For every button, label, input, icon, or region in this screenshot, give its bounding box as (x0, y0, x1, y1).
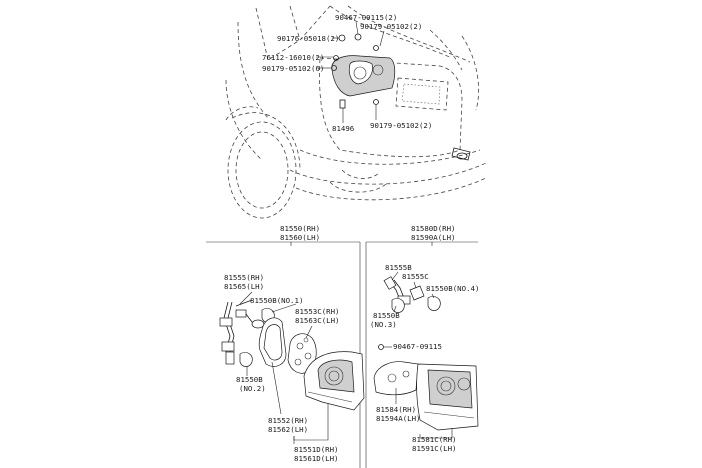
callout-90179-05102-2-bottom: 90179-05102(2) (370, 121, 432, 130)
vehicle-rear-illustration (225, 5, 489, 219)
lh-holder: 81555C (402, 272, 429, 281)
callout-76112-16010-2: 76112-16010(2) (262, 53, 324, 62)
rh-gasket-lh: 81563C(LH) (295, 316, 340, 325)
callout-81496: 81496 (332, 124, 354, 133)
rh-bulb-no1: 81550B(NO.1) (250, 296, 303, 305)
rh-lamp-parts (219, 291, 365, 444)
rh-lens-gasket-lh: 81562(LH) (268, 425, 308, 434)
lh-assembly-lh: 81590A(LH) (411, 233, 456, 242)
rh-socket-rh: 81555(RH) (224, 273, 264, 282)
lh-bulb-no4: 81550B(NO.4) (426, 284, 479, 293)
rh-assembly-lh: 81560(LH) (280, 233, 320, 242)
lh-lens-lh: 81591C(LH) (412, 444, 457, 453)
lh-bulb-no3-note: (NO.3) (370, 320, 397, 329)
rh-housing-rh: 81551D(RH) (294, 445, 339, 454)
callout-90467-09115-2: 90467-09115(2) (335, 13, 397, 22)
lh-lamp-parts (373, 271, 479, 439)
rh-housing-lh: 81561D(LH) (294, 454, 339, 463)
lh-lamp-panel-frame (365, 241, 478, 468)
rh-bulb-no2-part: 81550B (236, 375, 263, 384)
callout-90176-05018-2: 90176-05018(2) (277, 34, 339, 43)
rh-socket-lh: 81565(LH) (224, 282, 264, 291)
rh-lens-gasket-rh: 81552(RH) (268, 416, 308, 425)
lh-socket: 81555B (385, 263, 412, 272)
lh-assembly-rh: 81580D(RH) (411, 224, 456, 233)
lh-gasket-rh: 81584(RH) (376, 405, 416, 414)
lh-lens-rh: 81581C(RH) (412, 435, 457, 444)
lh-gasket-lh: 81594A(LH) (376, 414, 421, 423)
lh-screw: 90467-09115 (393, 342, 442, 351)
callout-90179-05102-6: 90179-05102(6) (262, 64, 324, 73)
lh-bulb-no3-part: 81550B (373, 311, 400, 320)
rh-assembly-rh: 81550(RH) (280, 224, 320, 233)
callout-90179-05102-2-top: 90179-05102(2) (360, 22, 422, 31)
rh-bulb-no2-note: (NO.2) (239, 384, 266, 393)
vehicle-leader-lines (316, 21, 385, 123)
rh-gasket-rh: 81553C(RH) (295, 307, 340, 316)
